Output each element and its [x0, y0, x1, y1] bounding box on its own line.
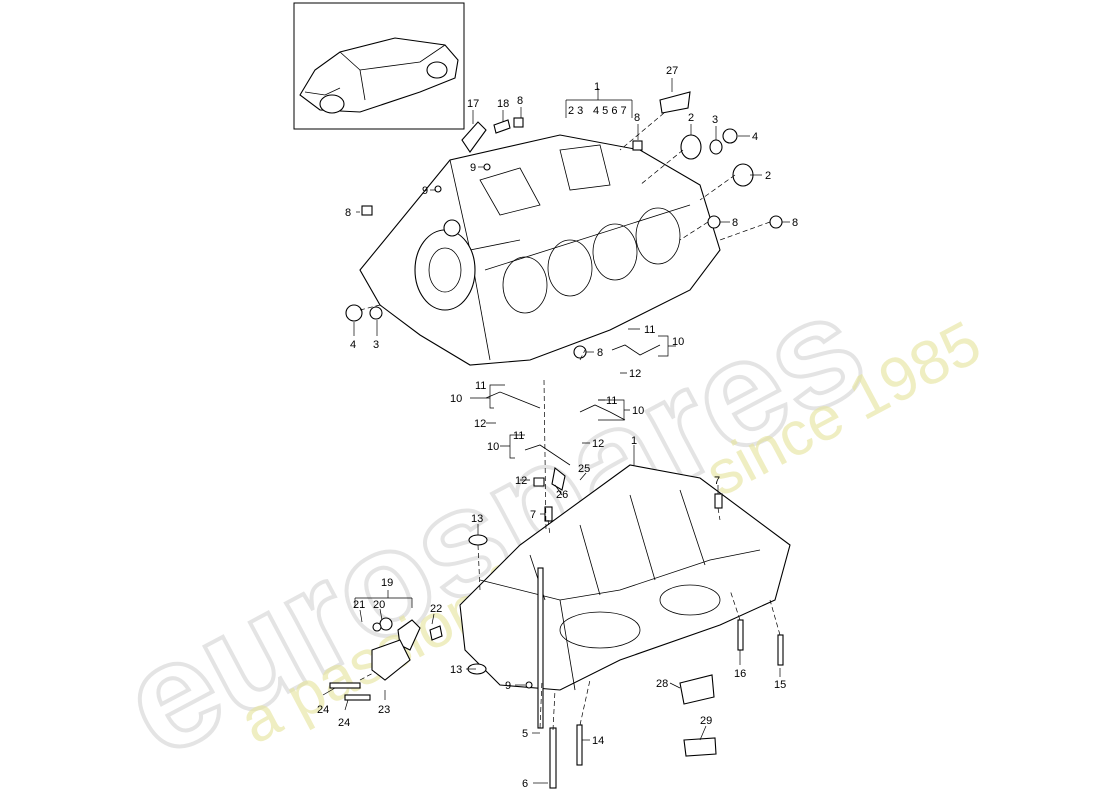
callout-21: 21 — [353, 599, 365, 611]
callout-12-c: 12 — [592, 438, 604, 450]
callout-1-upper: 1 — [594, 81, 600, 93]
callout-10-c: 10 — [632, 405, 644, 417]
callout-11-a: 11 — [644, 324, 655, 336]
callout-14: 14 — [592, 735, 604, 747]
callout-10-a: 10 — [672, 336, 684, 348]
callout-9-a: 9 — [470, 162, 476, 174]
callout-26: 26 — [556, 489, 568, 501]
callout-8-c: 8 — [732, 217, 738, 229]
upper-crankcase — [359, 134, 721, 366]
callout-13-b: 13 — [450, 664, 462, 676]
callout-22: 22 — [430, 603, 442, 615]
callout-17: 17 — [467, 98, 479, 110]
callout-11-c: 11 — [606, 395, 617, 407]
callout-8-d: 8 — [792, 217, 798, 229]
callout-labels: 1 2 3 4 5 6 7 27 17 18 8 8 2 3 4 2 8 8 9… — [317, 65, 798, 790]
callout-24-a: 24 — [317, 704, 329, 716]
callout-7-a: 7 — [714, 475, 720, 487]
callout-27: 27 — [666, 65, 678, 77]
callout-11-b: 11 — [475, 380, 486, 392]
callout-12-a: 12 — [629, 368, 641, 380]
callout-12-b: 12 — [474, 418, 486, 430]
callout-4-b: 4 — [350, 339, 356, 351]
callout-10-d: 10 — [487, 441, 499, 453]
callout-20: 20 — [373, 599, 385, 611]
callout-7-b: 7 — [530, 509, 536, 521]
callout-1-lower: 1 — [631, 435, 637, 447]
callout-9-b: 9 — [422, 185, 428, 197]
callout-28: 28 — [656, 678, 668, 690]
oil-spray-jets — [485, 344, 661, 466]
callout-12-d: 12 — [515, 475, 527, 487]
callout-3-a: 3 — [712, 114, 718, 126]
callout-15: 15 — [774, 679, 786, 691]
callout-10-b: 10 — [450, 393, 462, 405]
callout-4567-group: 4 5 6 7 — [593, 105, 627, 117]
callout-23: 23 — [378, 704, 390, 716]
callout-6: 6 — [522, 778, 528, 790]
callout-3-b: 3 — [373, 339, 379, 351]
callout-24-b: 24 — [338, 717, 350, 729]
callout-8-f: 8 — [597, 347, 603, 359]
callout-9-c: 9 — [505, 680, 511, 692]
callout-8-a: 8 — [517, 95, 523, 107]
guide-lines — [359, 112, 781, 731]
bolts — [329, 567, 784, 789]
callout-4-a: 4 — [752, 131, 758, 143]
car-thumbnail — [293, 2, 465, 130]
callout-25: 25 — [578, 463, 590, 475]
callout-8-e: 8 — [345, 207, 351, 219]
callout-leaders — [322, 78, 790, 784]
callout-2-a: 2 — [688, 112, 694, 124]
callout-5: 5 — [522, 728, 528, 740]
callout-29: 29 — [700, 715, 712, 727]
callout-19: 19 — [381, 577, 393, 589]
callout-18: 18 — [497, 98, 509, 110]
callout-2-3-group: 2 3 — [568, 105, 583, 117]
small-parts — [345, 91, 783, 757]
callout-13-a: 13 — [471, 513, 483, 525]
callout-2-b: 2 — [765, 170, 771, 182]
callout-11-d: 11 — [513, 430, 524, 442]
callout-16: 16 — [734, 668, 746, 680]
callout-8-b: 8 — [634, 112, 640, 124]
